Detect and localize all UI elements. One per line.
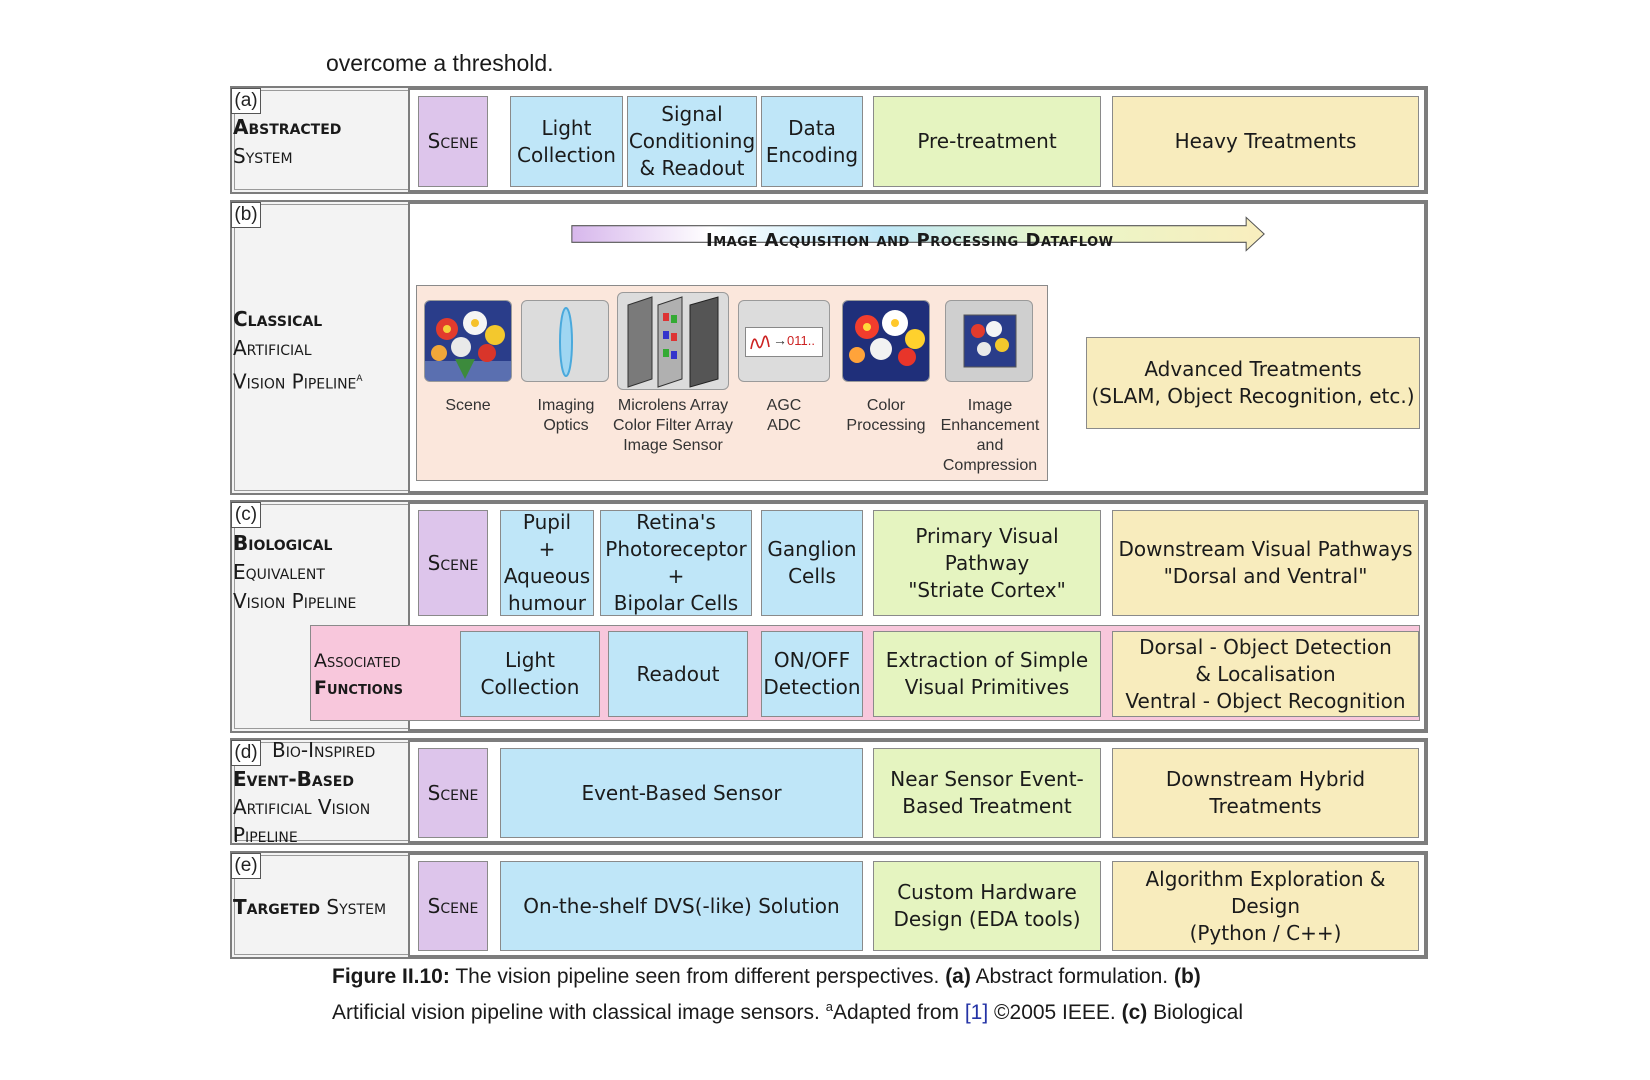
side-c-line2: Equivalent [233,560,325,584]
box-c-fn-light-collection: Light Collection [460,631,600,717]
box-a-heavy-treatments: Heavy Treatments [1112,96,1419,187]
box-e-scene: Scene [418,861,488,951]
side-b-line1: Classical [233,307,323,331]
caption-b: (b) [1173,965,1201,988]
box-d-scene: Scene [418,748,488,838]
box-c-primary-pathway: Primary Visual Pathway "Striate Cortex" [873,510,1101,616]
flower-scene-icon [425,301,511,381]
box-d-near-sensor: Near Sensor Event- Based Treatment [873,748,1101,838]
assoc-line2: Functions [314,677,403,699]
assoc-line1: Associated [314,650,401,672]
caption-text1: The vision pipeline seen from different … [449,965,946,988]
side-label-a: Abstracted System [233,113,341,171]
sensor-stack-icon [627,296,719,388]
scene-image [424,300,512,382]
box-d-downstream-hybrid: Downstream Hybrid Treatments [1112,748,1419,838]
box-c-scene: Scene [418,510,488,616]
caption-text5: ©2005 IEEE. [988,1001,1122,1024]
side-c-line1: Biological [233,531,333,555]
caption-optics: Imaging Optics [537,397,595,434]
box-b-advanced-treatments: Advanced Treatments (SLAM, Object Recogn… [1086,337,1420,429]
lens-image [521,300,609,382]
tag-e: (e) [231,853,261,879]
side-label-c: Biological Equivalent Vision Pipeline [233,529,356,616]
side-d-line3: Pipeline [233,823,298,847]
box-c-downstream-pathways: Downstream Visual Pathways "Dorsal and V… [1112,510,1419,616]
caption-sensor: Microlens Array Color Filter Array Image… [612,397,734,454]
box-a-signal-conditioning: Signal Conditioning & Readout [627,96,757,187]
dataflow-label: Image Acquisition and Processing Dataflo… [706,230,1114,251]
dataflow-arrow [571,216,1265,252]
tag-b: (b) [231,202,261,228]
side-a-line1: Abstracted [233,115,342,139]
box-c-fn-readout: Readout [608,631,748,717]
tag-a: (a) [231,88,261,114]
color-processed-image [842,300,930,382]
lens-icon [559,307,573,377]
box-c-fn-extraction: Extraction of Simple Visual Primitives [873,631,1101,717]
box-e-algorithm-design: Algorithm Exploration & Design (Python /… [1112,861,1419,951]
adc-readout: 011.. [787,333,815,348]
side-e-line1: Targeted [233,895,321,919]
side-d-line2: Artificial Vision [233,795,371,819]
box-a-data-encoding: Data Encoding [761,96,863,187]
adc-image: → 011.. [738,300,830,382]
side-e-line2: System [326,895,387,919]
adc-arrow-icon: → [773,332,787,348]
box-a-scene: Scene [418,96,488,187]
side-label-d: Event-Based Artificial Vision Pipeline [233,765,370,849]
caption-sup: a [825,999,833,1014]
caption-text6: Biological [1147,1001,1243,1024]
box-c-fn-onoff: ON/OFF Detection [761,631,863,717]
box-c-ganglion: Ganglion Cells [761,510,863,616]
box-e-dvs-solution: On-the-shelf DVS(-like) Solution [500,861,863,951]
box-c-retina: Retina's Photoreceptor + Bipolar Cells [600,510,752,616]
box-a-pretreatment: Pre-treatment [873,96,1101,187]
caption-text3: Artificial vision pipeline with classica… [332,1001,826,1024]
caption-c: (c) [1121,1001,1148,1024]
caption-ref-link[interactable]: [1] [964,1001,989,1024]
caption-color: Color Processing [846,397,926,434]
caption-a: (a) [945,965,971,988]
box-c-pupil: Pupil + Aqueous humour [500,510,594,616]
box-c-fn-dorsal-ventral: Dorsal - Object Detection & Localisation… [1112,631,1419,717]
side-b-line3: Vision Pipeline [233,369,357,394]
side-label-b: Classical Artificial Vision Pipelinea [233,305,363,397]
caption-label: Figure II.10: [332,965,450,988]
side-b-sup: a [356,370,363,385]
caption-enhancement: Image Enhancement and Compression [940,397,1040,474]
side-b-line2: Artificial [233,336,312,360]
tag-c: (c) [231,502,261,528]
side-a-line2: System [233,144,293,168]
waveform-icon [750,335,770,350]
figure-caption: Figure II.10: The vision pipeline seen f… [332,962,1332,1028]
sensor-stack-image [617,292,729,390]
side-label-e: Targeted System [233,893,386,922]
lead-text: overcome a threshold. [326,50,554,76]
enhanced-image [945,300,1033,382]
tag-d: (d) [231,740,261,766]
side-d-line1: Event-Based [233,767,354,791]
assoc-label: Associated Functions [314,648,403,702]
caption-text4: Adapted from [832,1001,965,1024]
box-d-event-sensor: Event-Based Sensor [500,748,863,838]
box-a-light-collection: Light Collection [510,96,623,187]
box-e-custom-hardware: Custom Hardware Design (EDA tools) [873,861,1101,951]
adc-box [745,327,823,357]
side-c-line3: Vision Pipeline [233,589,357,613]
flower-small-icon [963,314,1017,368]
side-label-d-top: Bio-Inspired [272,738,376,762]
caption-text2: Abstract formulation. [970,965,1174,988]
caption-scene: Scene [445,397,491,414]
caption-agc: AGC ADC [766,397,802,434]
flower-color-icon [843,301,929,381]
